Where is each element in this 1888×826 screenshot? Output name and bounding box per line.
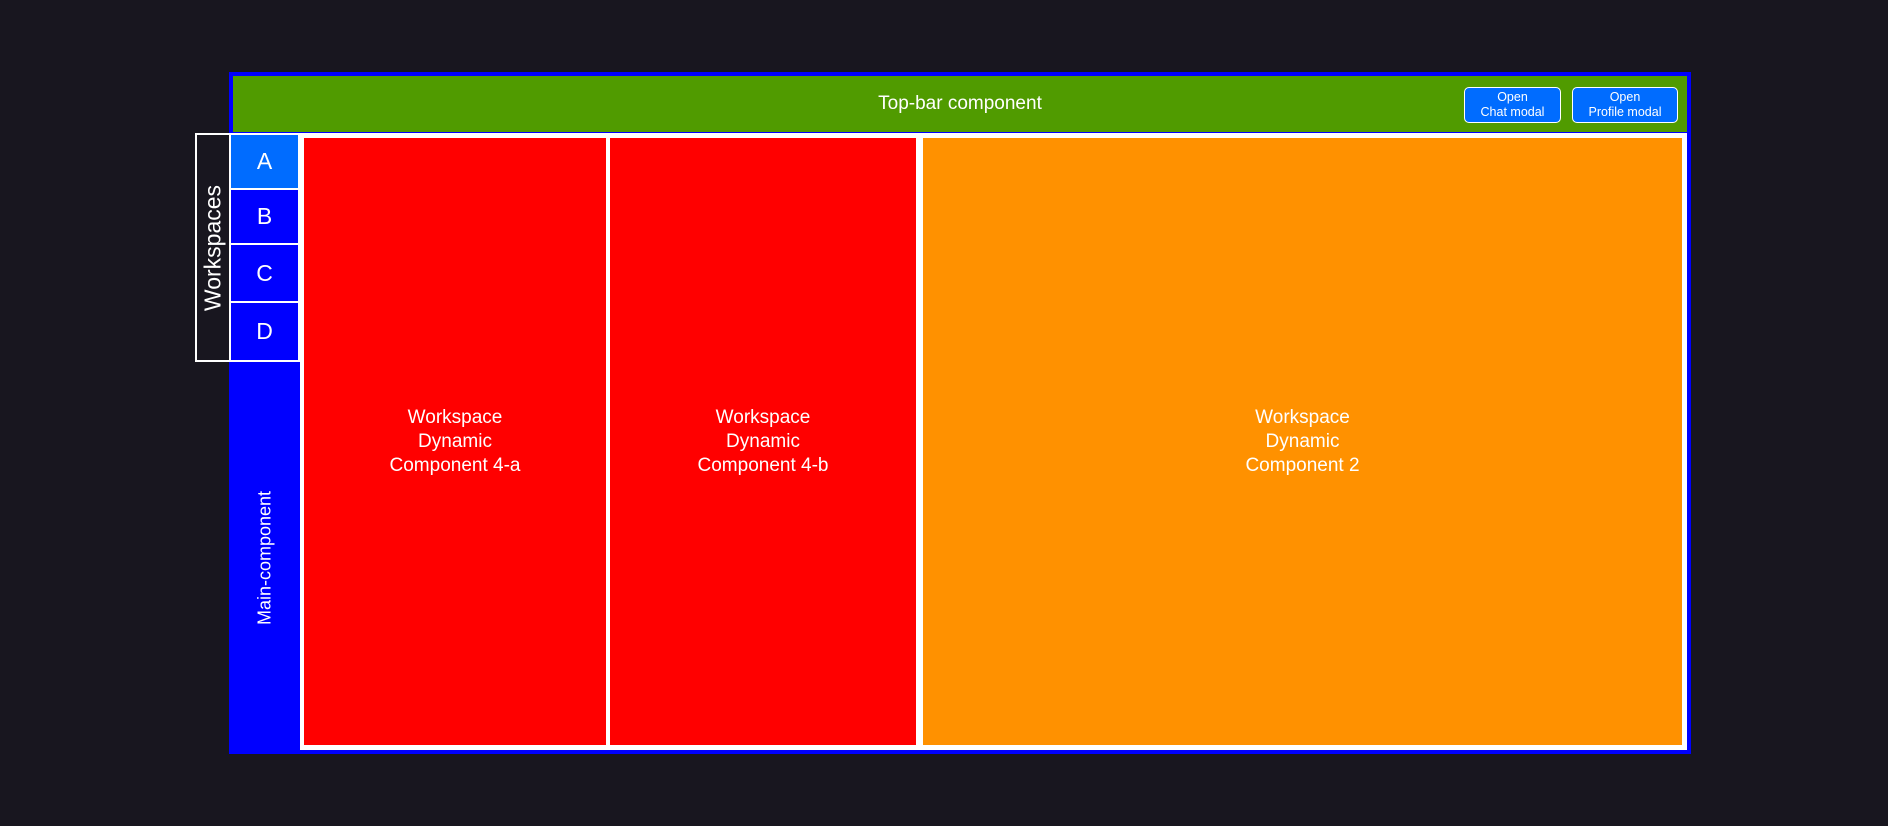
open-profile-modal-button-line1: Open [1609,90,1641,104]
workspace-panel-4b: Workspace Dynamic Component 4-b [610,138,916,745]
workspace-button-a[interactable]: A [229,133,300,190]
workspace-panel-4a: Workspace Dynamic Component 4-a [304,138,606,745]
workspace-panel-2: Workspace Dynamic Component 2 [923,138,1682,745]
panel-4b-line3: Component 4-b [697,454,829,476]
workspace-button-d[interactable]: D [229,303,300,362]
panel-4a-line2: Dynamic [418,430,492,452]
open-chat-modal-button[interactable]: Open Chat modal [1464,87,1561,123]
panel-4a-line1: Workspace [407,406,503,428]
panel-2-line2: Dynamic [1265,430,1340,452]
open-chat-modal-button-line1: Open [1497,90,1528,104]
workspace-button-b[interactable]: B [229,190,300,245]
workspace-button-c[interactable]: C [229,245,300,303]
top-bar: Top-bar component Open Chat modal Open P… [233,76,1687,132]
panel-2-line1: Workspace [1255,406,1350,428]
panel-4b-line1: Workspace [715,406,811,428]
workspace-content-area: Workspace Dynamic Component 4-a Workspac… [300,133,1687,750]
workspaces-label: Workspaces [199,184,226,311]
open-profile-modal-button[interactable]: Open Profile modal [1572,87,1678,123]
main-component-label-area: Main-component [229,362,300,754]
panel-4b-line2: Dynamic [726,430,800,452]
panel-2-line3: Component 2 [1245,454,1360,476]
open-chat-modal-button-line2: Chat modal [1480,105,1545,119]
workspaces-label-box: Workspaces [195,133,229,362]
main-component-label: Main-component [254,490,274,626]
top-bar-title: Top-bar component [878,93,1042,114]
panel-4a-line3: Component 4-a [389,454,521,476]
open-profile-modal-button-line2: Profile modal [1588,105,1662,119]
